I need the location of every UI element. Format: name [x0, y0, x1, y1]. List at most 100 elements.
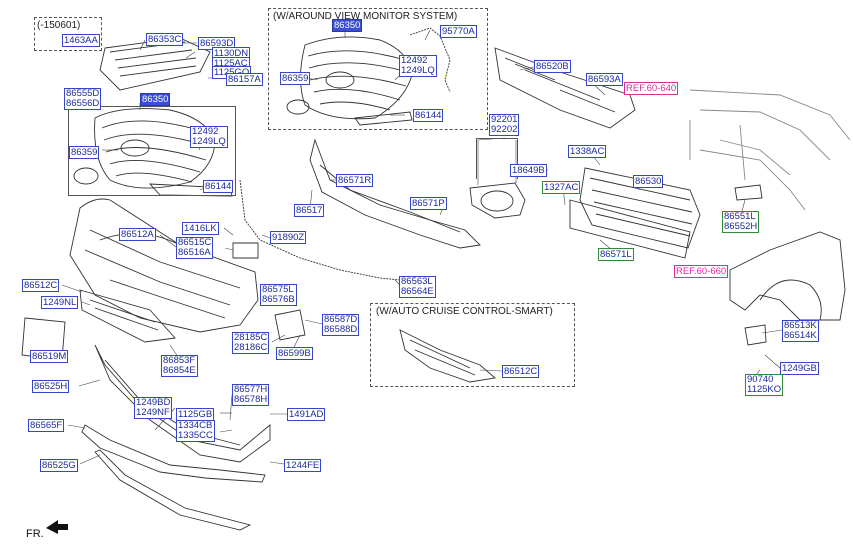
part-label-86350-main[interactable]: 86350	[140, 93, 171, 106]
part-number: 86530	[635, 176, 662, 187]
part-number: 1125AC	[214, 58, 248, 69]
ref-label-60-640[interactable]: REF.60-640	[624, 82, 679, 95]
lower-trim-drawing	[81, 424, 266, 483]
part-label-18649B[interactable]: 18649B	[510, 164, 547, 177]
part-label-95770A[interactable]: 95770A	[440, 25, 477, 38]
part-label-86144-main[interactable]: 86144	[203, 180, 234, 193]
part-number: 1249GB	[782, 363, 817, 374]
part-number: 18649B	[512, 165, 545, 176]
part-number: 86552H	[724, 221, 758, 232]
part-number: 86564E	[401, 286, 434, 297]
part-label-1244FE[interactable]: 1244FE	[284, 459, 322, 472]
part-number: 86571R	[338, 175, 372, 186]
part-label-86512C-cruise[interactable]: 86512C	[502, 365, 540, 378]
part-number: 92202	[491, 124, 518, 135]
part-label-1338AC[interactable]: 1338AC	[568, 145, 607, 158]
skid-plate-drawing	[94, 449, 252, 531]
variant-box-title: (-150601)	[37, 20, 81, 31]
part-number: 1249LQ	[192, 136, 226, 147]
part-label-86353C[interactable]: 86353C	[146, 33, 184, 46]
part-label-86530[interactable]: 86530	[633, 175, 664, 188]
part-label-86359-aroundview[interactable]: 86359	[280, 72, 311, 85]
part-label-1249GB[interactable]: 1249GB	[780, 362, 819, 375]
part-number: 86578H	[234, 394, 268, 405]
part-label-1463AA[interactable]: 1463AA	[62, 34, 100, 47]
part-number: 86565F	[30, 420, 63, 431]
fog-lamp-box	[476, 138, 518, 179]
part-number: 1416LK	[184, 223, 217, 234]
part-number: 86853F	[163, 355, 196, 366]
part-number: 86575L	[262, 284, 294, 295]
part-number: 86516A	[178, 247, 211, 258]
part-label-86520B[interactable]: 86520B	[534, 60, 571, 73]
camera-harness-drawing	[409, 27, 451, 93]
part-label-1416LK[interactable]: 1416LK	[182, 222, 219, 235]
part-number: 86577H	[234, 384, 268, 395]
part-label-86571P[interactable]: 86571P	[410, 197, 447, 210]
part-number: 86514K	[784, 330, 817, 341]
part-number: 28185C	[234, 332, 268, 343]
sensor-harness-drawing	[239, 179, 421, 283]
part-number: 86517	[296, 205, 323, 216]
front-direction-label: FR.	[26, 528, 44, 540]
part-label-86157A[interactable]: 86157A	[226, 73, 263, 86]
part-number: 86512A	[121, 229, 154, 240]
part-number: 86525H	[34, 381, 68, 392]
part-label-86519M[interactable]: 86519M	[30, 350, 69, 363]
part-number: 86571P	[412, 198, 445, 209]
variant-box	[34, 17, 102, 51]
part-number: 1125KO	[747, 384, 782, 395]
part-number: 1334CB	[178, 420, 213, 431]
part-number: 1249NF	[136, 407, 170, 418]
part-label-86512A[interactable]: 86512A	[119, 228, 156, 241]
ref-label-60-660[interactable]: REF.60-660	[674, 265, 729, 278]
part-number: 86157A	[228, 74, 261, 85]
part-label-86571L[interactable]: 86571L	[598, 248, 634, 261]
part-label-86350-aroundview[interactable]: 86350	[332, 19, 363, 32]
grille-around-view-drawing	[286, 36, 413, 126]
part-label-86593A[interactable]: 86593A	[586, 73, 623, 86]
part-label-1491AD[interactable]: 1491AD	[287, 408, 326, 421]
part-number: 1335CC	[178, 430, 213, 441]
part-label-86599B[interactable]: 86599B	[276, 347, 313, 360]
part-number: 86350	[334, 20, 361, 31]
part-label-86512C[interactable]: 86512C	[22, 279, 60, 292]
part-label-86144-aroundview[interactable]: 86144	[413, 109, 444, 122]
part-label-86565F[interactable]: 86565F	[28, 419, 65, 432]
part-number: 1249LQ	[401, 65, 435, 76]
part-label-86571R[interactable]: 86571R	[336, 174, 374, 187]
part-label-86359-main[interactable]: 86359	[69, 146, 100, 159]
part-label-91890Z[interactable]: 91890Z	[270, 231, 307, 244]
part-label-86517[interactable]: 86517	[294, 204, 325, 217]
mounting-bracket-drawing	[734, 184, 763, 201]
part-number: 1463AA	[64, 35, 98, 46]
part-number: 86359	[282, 73, 309, 84]
grille-assembly-drawing	[73, 108, 233, 197]
part-label-86525G[interactable]: 86525G	[40, 459, 78, 472]
part-number: 1249NL	[43, 297, 77, 308]
part-number: 86587D	[324, 314, 358, 325]
part-label-1327AC[interactable]: 1327AC	[542, 181, 581, 194]
cruise-box	[370, 303, 575, 387]
part-number: 86144	[205, 181, 232, 192]
cruise-box-title: (W/AUTO CRUISE CONTROL-SMART)	[376, 306, 553, 317]
lower-beam-drawing	[569, 199, 691, 259]
part-label-1249NL[interactable]: 1249NL	[41, 296, 79, 309]
part-label-86525H[interactable]: 86525H	[32, 380, 70, 393]
